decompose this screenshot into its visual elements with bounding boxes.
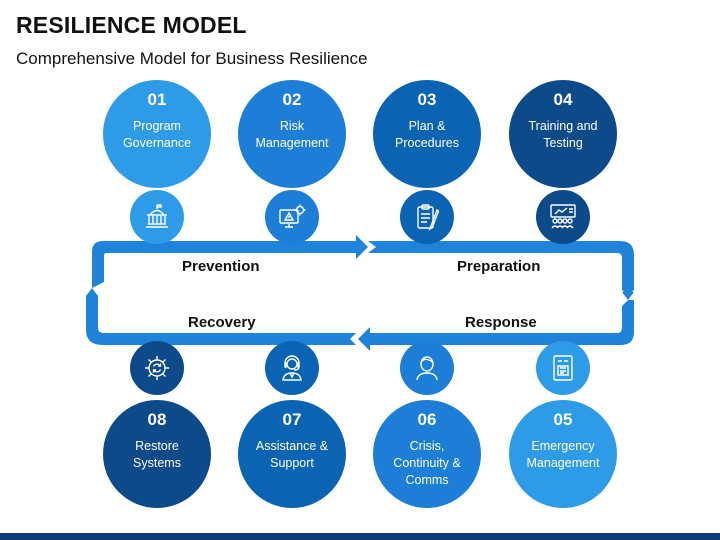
- step-05-circle: 05 Emergency Management: [509, 400, 617, 508]
- step-04-circle: 04 Training and Testing: [509, 80, 617, 188]
- person-icon: [400, 341, 454, 395]
- loop-arrow-top: [356, 235, 368, 259]
- step-06-circle: 06 Crisis, Continuity & Comms: [373, 400, 481, 508]
- step-number: 05: [553, 410, 573, 429]
- step-number: 04: [553, 90, 573, 109]
- step-label: Restore Systems: [133, 439, 181, 470]
- loop-arrow-left: [86, 288, 98, 296]
- step-number: 08: [147, 410, 167, 429]
- loop-arrow-right: [622, 292, 634, 300]
- step-number: 07: [282, 410, 302, 429]
- loop-band-top-right: [368, 241, 634, 296]
- step-label: Emergency Management: [526, 439, 600, 470]
- step-label: Program Governance: [122, 119, 192, 150]
- step-number: 03: [417, 90, 437, 109]
- government-building-icon: [130, 190, 184, 244]
- step-number: 01: [147, 90, 167, 109]
- step-label: Crisis, Continuity & Comms: [393, 439, 461, 487]
- training-presentation-icon: [536, 190, 590, 244]
- emergency-board-icon: [536, 341, 590, 395]
- phase-response: Response: [465, 314, 537, 331]
- page-title: RESILIENCE MODEL: [16, 12, 247, 38]
- page-subtitle: Comprehensive Model for Business Resilie…: [16, 49, 368, 68]
- step-label: Training and Testing: [528, 119, 598, 150]
- step-label: Risk Management: [255, 119, 329, 150]
- step-07-circle: 07 Assistance & Support: [238, 400, 346, 508]
- phase-preparation: Preparation: [457, 258, 541, 275]
- step-02-circle: 02 Risk Management: [238, 80, 346, 188]
- step-number: 02: [282, 90, 302, 109]
- clipboard-pen-icon: [400, 190, 454, 244]
- loop-arrow-bottom: [358, 327, 370, 351]
- footer-bar: [0, 533, 720, 540]
- loop-band-bottom-left: [86, 290, 356, 345]
- step-number: 06: [417, 410, 437, 429]
- gear-refresh-icon: [130, 341, 184, 395]
- support-headset-icon: [265, 341, 319, 395]
- risk-monitor-gear-icon: [265, 190, 319, 244]
- loop-band-bottom-right: [360, 300, 634, 345]
- phase-prevention: Prevention: [182, 258, 260, 275]
- loop-band-top-left: [92, 241, 364, 288]
- step-08-circle: 08 Restore Systems: [103, 400, 211, 508]
- step-03-circle: 03 Plan & Procedures: [373, 80, 481, 188]
- step-label: Assistance & Support: [255, 439, 329, 470]
- phase-recovery: Recovery: [188, 314, 256, 331]
- step-label: Plan & Procedures: [395, 119, 459, 150]
- step-01-circle: 01 Program Governance: [103, 80, 211, 188]
